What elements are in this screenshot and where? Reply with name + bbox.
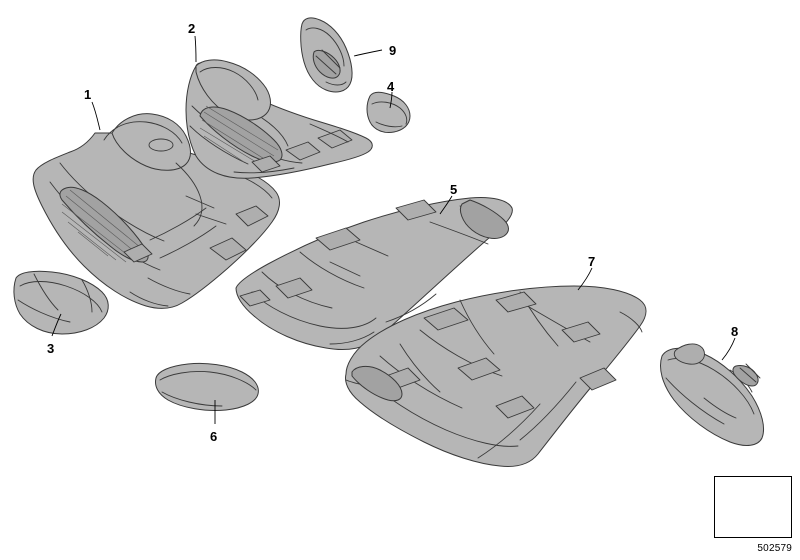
- callout-label-5: 5: [450, 182, 458, 197]
- orientation-box: [714, 476, 792, 538]
- callout-label-9: 9: [389, 43, 397, 58]
- part-2-shape: [185, 59, 373, 179]
- part-7-shape: [345, 285, 647, 467]
- callout-label-3: 3: [47, 341, 55, 356]
- callout-label-4: 4: [387, 79, 395, 94]
- part-6-shape: [155, 362, 259, 411]
- callout-label-6: 6: [210, 429, 218, 444]
- diagram-part-number: 502579: [757, 543, 792, 554]
- callout-leaders: [51, 35, 736, 424]
- callout-label-7: 7: [588, 254, 596, 269]
- part-5-shape: [235, 197, 513, 351]
- callout-label-2: 2: [188, 21, 196, 36]
- part-8-shape: [660, 343, 765, 446]
- part-1-shape: [32, 113, 280, 309]
- callout-label-1: 1: [84, 87, 92, 102]
- part-9-shape: [300, 17, 353, 93]
- part-4-shape: [366, 91, 411, 133]
- part-3-shape: [13, 270, 109, 335]
- callout-label-8: 8: [731, 324, 739, 339]
